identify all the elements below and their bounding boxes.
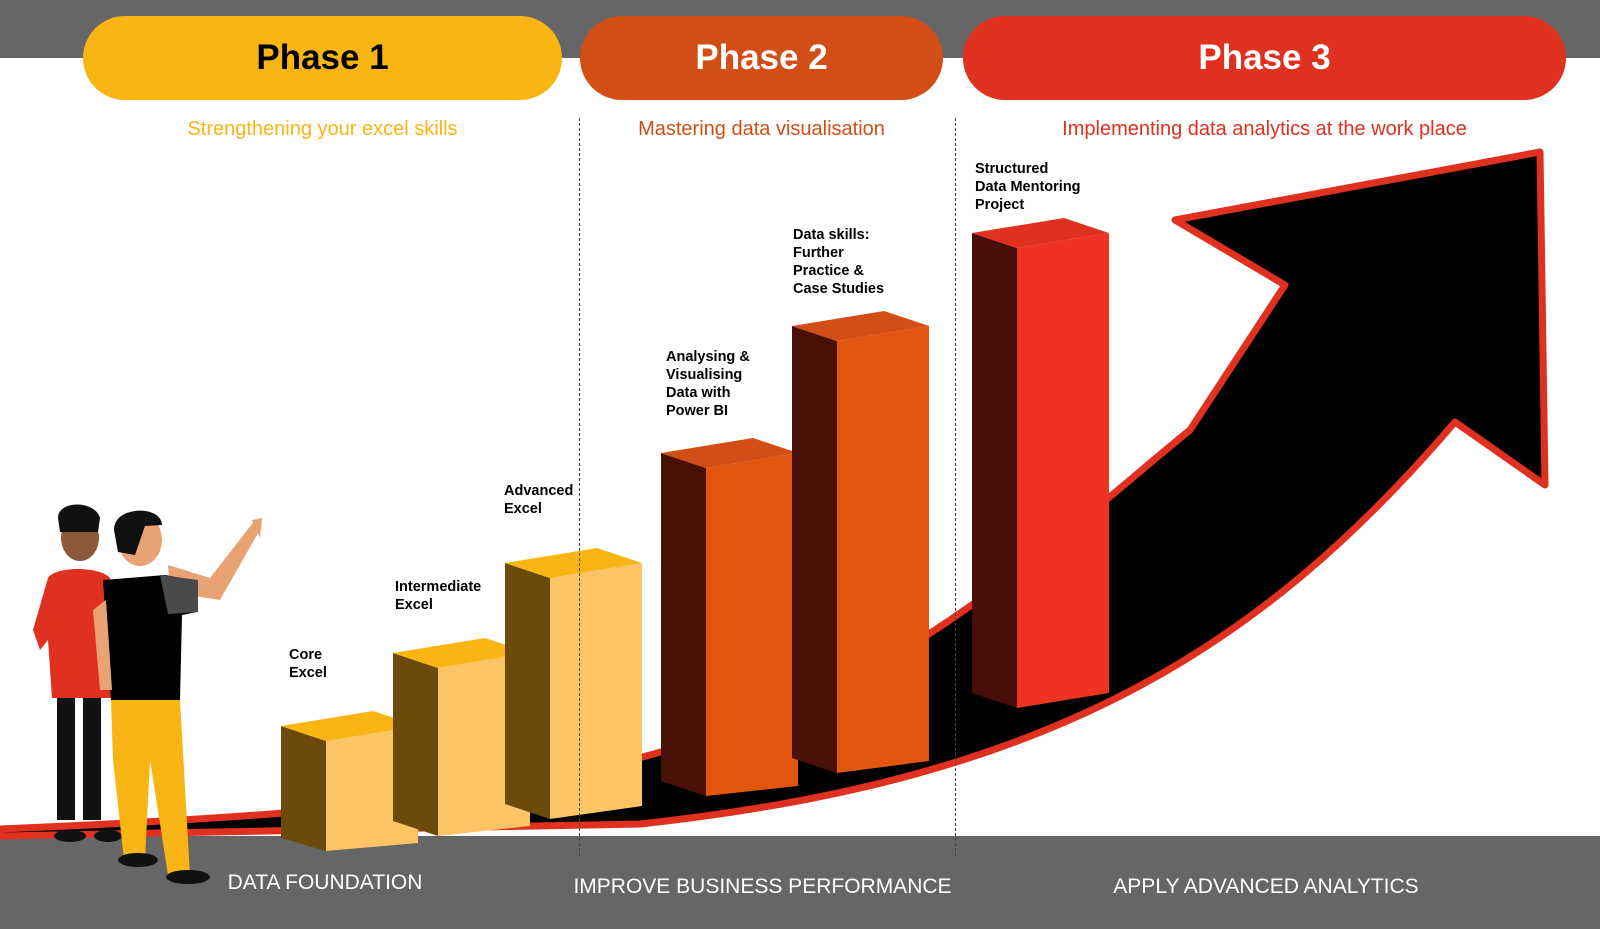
phase-2-header: Phase 2	[580, 16, 943, 100]
bottom-band	[0, 836, 1600, 929]
step-label-advanced-excel: Advanced Excel	[504, 483, 574, 517]
bar-mentoring-project	[972, 218, 1109, 708]
phase-1-header: Phase 1	[83, 16, 562, 100]
step-label-data-skills: Data skills: Further Practice & Case Stu…	[793, 227, 885, 297]
phase-2-footer: IMPROVE BUSINESS PERFORMANCE	[573, 875, 952, 898]
phase-3-header: Phase 3	[963, 16, 1566, 100]
step-label-core-excel: Core Excel	[289, 647, 327, 681]
phase-2-title: Phase 2	[695, 38, 828, 77]
phase-3-title: Phase 3	[1198, 38, 1331, 77]
step-label-power-bi: Analysing & Visualising Data with Power …	[666, 349, 750, 419]
step-label-intermediate-excel: Intermediate Excel	[395, 579, 482, 613]
phase-divider-2	[955, 118, 956, 856]
bar-advanced-excel	[505, 548, 642, 819]
step-label-mentoring-project: Structured Data Mentoring Project	[975, 161, 1081, 213]
bar-data-skills	[792, 311, 929, 773]
phase-1-subtitle: Strengthening your excel skills	[187, 118, 458, 140]
phase-3-subtitle: Implementing data analytics at the work …	[1062, 118, 1467, 140]
phase-1-footer: DATA FOUNDATION	[227, 871, 423, 894]
phase-3-footer: APPLY ADVANCED ANALYTICS	[1113, 875, 1419, 898]
phase-2-subtitle: Mastering data visualisation	[638, 118, 885, 140]
bar-power-bi	[661, 438, 798, 796]
people-illustration	[33, 504, 262, 884]
phase-1-title: Phase 1	[256, 38, 389, 77]
phase-divider-1	[579, 118, 580, 856]
